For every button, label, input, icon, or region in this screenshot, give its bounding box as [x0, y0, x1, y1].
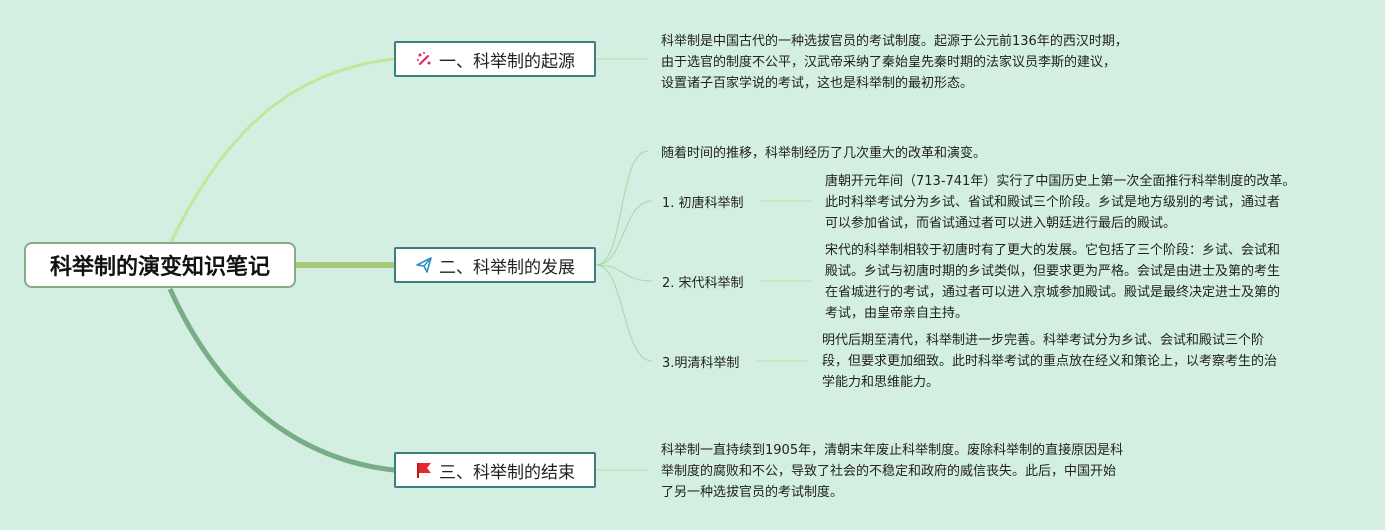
dev-sub3-connector	[595, 264, 653, 362]
dev-intro-connector	[595, 150, 649, 266]
song-description: 宋代的科举制相较于初唐时有了更大的发展。它包括了三个阶段：乡试、会试和 殿试。乡…	[825, 240, 1280, 324]
end-line-2: 举制度的腐败和不公，导致了社会的不稳定和政府的威信丧失。此后，中国开始	[661, 464, 1117, 479]
origin-line-3: 设置诸子百家学说的考试，这也是科举制的最初形态。	[661, 76, 974, 91]
branch-origin-line	[168, 57, 395, 245]
topic-development[interactable]: 二、科举制的发展	[394, 247, 596, 283]
development-intro: 随着时间的推移，科举制经历了几次重大的改革和演变。	[661, 146, 987, 161]
root-title: 科举制的演变知识笔记	[49, 255, 270, 280]
early-tang-line-3: 可以参加省试，而省试通过者可以进入朝廷进行最后的殿试。	[825, 216, 1177, 231]
end-description: 科举制一直持续到1905年，清朝末年废止科举制度。废除科举制的直接原因是科 举制…	[661, 440, 1123, 503]
song-line-2: 殿试。乡试与初唐时期的乡试类似，但要求更为严格。会试是由进士及第的考生	[825, 264, 1281, 279]
early-tang-line-2: 此时科举考试分为乡试、省试和殿试三个阶段。乡试是地方级别的考试，通过者	[825, 195, 1281, 210]
song-line-4: 考试，由皇帝亲自主持。	[825, 306, 969, 321]
topic-origin-label: 一、科举制的起源	[439, 51, 575, 72]
end-line-3: 了另一种选拔官员的考试制度。	[661, 485, 844, 500]
branch-end-line	[167, 287, 395, 473]
subtopic-ming-qing[interactable]: 3.明清科举制	[662, 356, 740, 371]
subtopic-early-tang[interactable]: 1. 初唐科举制	[662, 196, 744, 211]
ming-qing-description: 明代后期至清代，科举制进一步完善。科举考试分为乡试、会试和殿试三个阶 段，但要求…	[822, 330, 1277, 393]
topic-end-label: 三、科举制的结束	[439, 462, 575, 483]
song-line-1: 宋代的科举制相较于初唐时有了更大的发展。它包括了三个阶段：乡试、会试和	[825, 243, 1281, 258]
subtopic-song[interactable]: 2. 宋代科举制	[662, 276, 744, 291]
early-tang-description: 唐朝开元年间（713-741年）实行了中国历史上第一次全面推行科举制度的改革。 …	[825, 171, 1295, 234]
song-line-3: 在省城进行的考试，通过者可以进入京城参加殿试。殿试是最终决定进士及第的	[825, 285, 1281, 300]
dev-sub1-connector	[595, 200, 653, 266]
topic-end[interactable]: 三、科举制的结束	[394, 452, 596, 488]
root-topic[interactable]: 科举制的演变知识笔记	[24, 242, 296, 288]
ming-qing-line-3: 学能力和思维能力。	[822, 375, 940, 390]
red-flag-icon	[415, 461, 433, 479]
ming-qing-line-2: 段，但要求更加细致。此时科举考试的重点放在经义和策论上，以考察考生的治	[822, 354, 1278, 369]
topic-development-label: 二、科举制的发展	[439, 257, 575, 278]
ming-qing-line-1: 明代后期至清代，科举制进一步完善。科举考试分为乡试、会试和殿试三个阶	[822, 333, 1265, 348]
paper-plane-icon	[415, 256, 433, 274]
end-line-1: 科举制一直持续到1905年，清朝末年废止科举制度。废除科举制的直接原因是科	[661, 443, 1124, 458]
origin-line-1: 科举制是中国古代的一种选拔官员的考试制度。起源于公元前136年的西汉时期，	[661, 34, 1128, 49]
origin-line-2: 由于选官的制度不公平，汉武帝采纳了秦始皇先秦时期的法家议员李斯的建议，	[661, 55, 1117, 70]
topic-origin[interactable]: 一、科举制的起源	[394, 41, 596, 77]
origin-description: 科举制是中国古代的一种选拔官员的考试制度。起源于公元前136年的西汉时期， 由于…	[661, 31, 1128, 94]
early-tang-line-1: 唐朝开元年间（713-741年）实行了中国历史上第一次全面推行科举制度的改革。	[825, 174, 1296, 189]
dev-sub2-connector	[595, 264, 653, 282]
sparkle-icon	[415, 50, 433, 68]
